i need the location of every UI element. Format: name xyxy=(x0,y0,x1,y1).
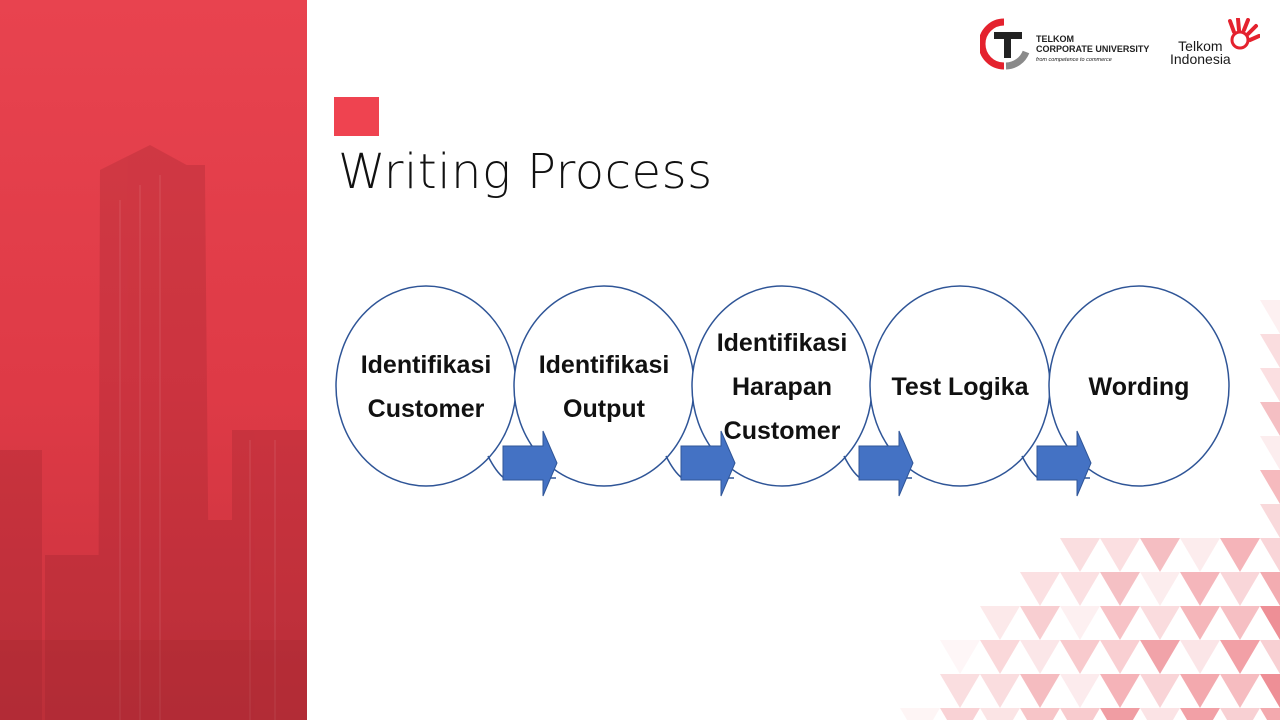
corpu-tagline: from competence to commerce xyxy=(1036,57,1112,63)
telkom-hand-icon xyxy=(1228,18,1260,50)
process-step-label: Identifikasi xyxy=(539,351,670,379)
process-arrow xyxy=(680,430,736,497)
process-arrow xyxy=(1036,430,1092,497)
corpu-line1: TELKOM xyxy=(1036,34,1074,44)
corpu-emblem-icon xyxy=(980,18,1030,70)
corpu-line2: CORPORATE UNIVERSITY xyxy=(1036,44,1150,54)
process-step-label: Identifikasi xyxy=(717,329,848,357)
telkom-indonesia-logo: Telkom Indonesia xyxy=(1168,18,1260,72)
slide-title: Writing Process xyxy=(338,144,713,200)
telkom-corpu-logo: TELKOM CORPORATE UNIVERSITY from compete… xyxy=(980,18,1150,72)
process-arrow xyxy=(502,430,558,497)
title-accent-square xyxy=(334,97,379,136)
process-step-circle xyxy=(1048,285,1230,487)
telkom-line1: Telkom xyxy=(1178,38,1223,54)
telkom-line2: Indonesia xyxy=(1170,51,1231,67)
process-step-circle xyxy=(335,285,517,487)
process-step-label: Output xyxy=(563,395,646,423)
process-step-label: Wording xyxy=(1089,373,1190,401)
city-skyline-image xyxy=(0,145,307,720)
process-step-label: Identifikasi xyxy=(361,351,492,379)
process-arrow xyxy=(858,430,914,497)
process-step-label: Harapan xyxy=(732,373,832,401)
process-step-label: Customer xyxy=(724,417,841,445)
process-step-label: Customer xyxy=(368,395,485,423)
process-step-label: Test Logika xyxy=(891,373,1029,401)
left-image-panel xyxy=(0,0,307,720)
